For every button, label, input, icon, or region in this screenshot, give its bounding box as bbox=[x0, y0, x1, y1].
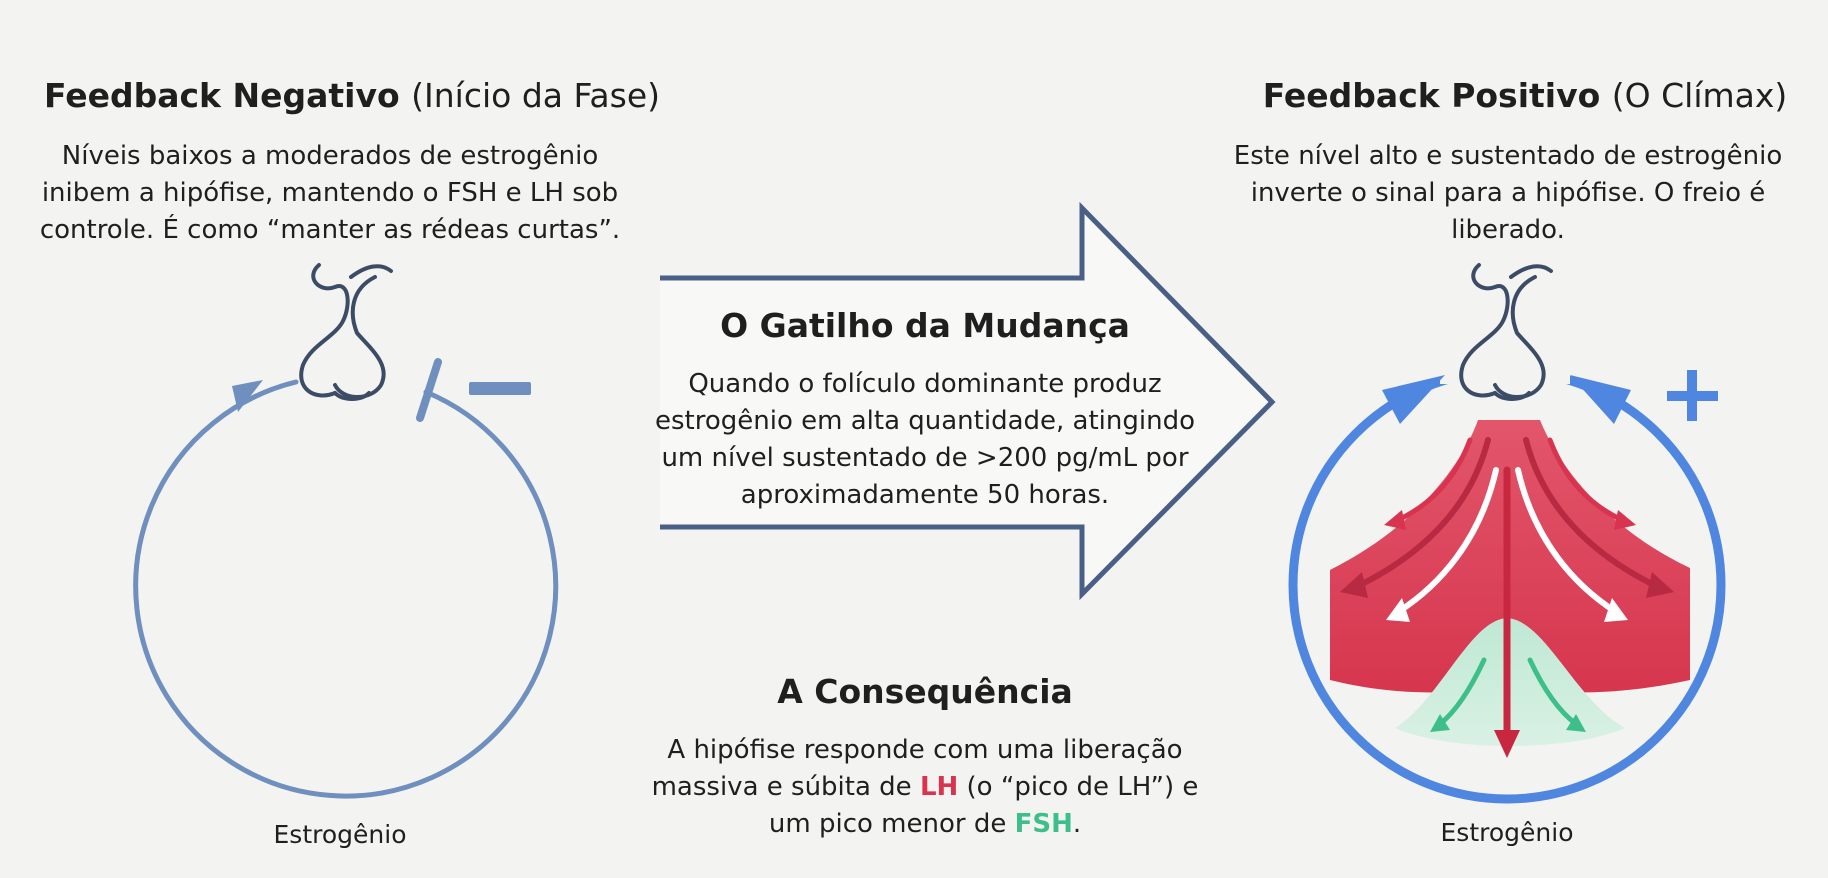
inhibition-bar-icon bbox=[420, 362, 438, 418]
loop-arrowhead-left-icon bbox=[1382, 375, 1445, 424]
negative-feedback-description: Níveis baixos a moderados de estrogênio … bbox=[20, 138, 640, 249]
fsh-highlight: FSH bbox=[1015, 809, 1073, 839]
consequence-line: massiva e súbita de LH (o “pico de LH”) … bbox=[640, 769, 1210, 806]
consequence-title: A Consequência bbox=[660, 672, 1190, 711]
description-line: Este nível alto e sustentado de estrogên… bbox=[1190, 138, 1826, 175]
negative-feedback-loop bbox=[136, 362, 556, 796]
consequence-line: um pico menor de FSH. bbox=[640, 806, 1210, 843]
negative-feedback-title-light: (Início da Fase) bbox=[411, 76, 660, 115]
negative-feedback-title-bold: Feedback Negativo bbox=[44, 76, 400, 115]
positive-feedback-title: Feedback Positivo (O Clímax) bbox=[1260, 76, 1790, 115]
trigger-description: Quando o folículo dominante produz estro… bbox=[640, 366, 1210, 514]
lh-highlight: LH bbox=[920, 772, 958, 802]
minus-sign-icon bbox=[469, 382, 531, 395]
trigger-line: estrogênio em alta quantidade, atingindo bbox=[640, 403, 1210, 440]
positive-feedback-title-bold: Feedback Positivo bbox=[1263, 76, 1601, 115]
consequence-description: A hipófise responde com uma liberação ma… bbox=[640, 732, 1210, 843]
trigger-line: um nível sustentado de >200 pg/mL por bbox=[640, 440, 1210, 477]
consequence-line: A hipófise responde com uma liberação bbox=[640, 732, 1210, 769]
negative-estrogen-label: Estrogênio bbox=[240, 820, 440, 849]
description-line: inibem a hipófise, mantendo o FSH e LH s… bbox=[20, 175, 640, 212]
lh-arrow-icon bbox=[1614, 510, 1636, 530]
description-line: inverte o sinal para a hipófise. O freio… bbox=[1190, 175, 1826, 249]
description-line: controle. É como “manter as rédeas curta… bbox=[20, 212, 640, 249]
pituitary-gland-icon bbox=[301, 265, 391, 399]
positive-feedback-description: Este nível alto e sustentado de estrogên… bbox=[1190, 138, 1826, 249]
positive-estrogen-label: Estrogênio bbox=[1407, 818, 1607, 847]
trigger-title: O Gatilho da Mudança bbox=[660, 306, 1190, 345]
negative-feedback-title: Feedback Negativo (Início da Fase) bbox=[44, 76, 660, 115]
plus-sign-icon bbox=[1667, 370, 1718, 421]
trigger-line: Quando o folículo dominante produz bbox=[640, 366, 1210, 403]
description-line: Níveis baixos a moderados de estrogênio bbox=[20, 138, 640, 175]
loop-arrowhead-right-icon bbox=[1570, 375, 1631, 424]
trigger-line: aproximadamente 50 horas. bbox=[640, 477, 1210, 514]
positive-feedback-title-light: (O Clímax) bbox=[1612, 76, 1788, 115]
lh-arrow-icon bbox=[1384, 510, 1406, 530]
